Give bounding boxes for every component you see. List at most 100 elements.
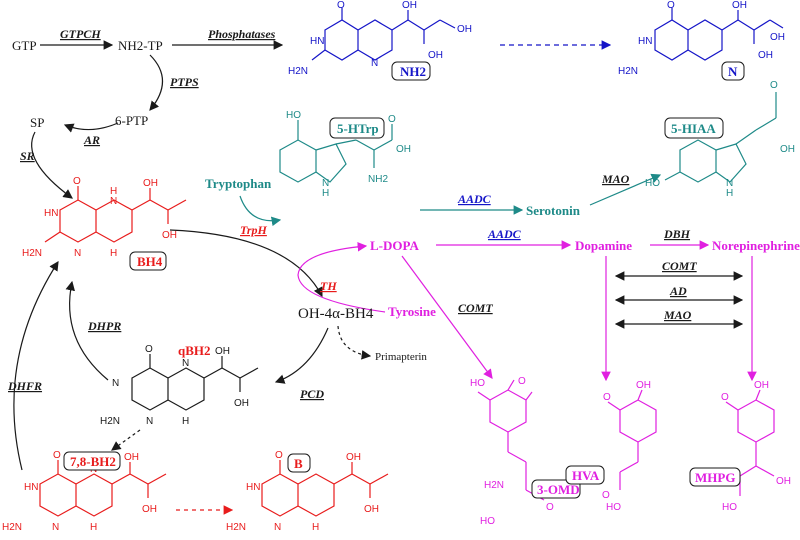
label-h-5htrp: H — [322, 188, 329, 199]
box-hva-label: HVA — [572, 468, 600, 483]
compound-tryptophan: Tryptophan — [205, 176, 272, 191]
enzyme-dbh: DBH — [663, 227, 691, 241]
arrow-tyrosine-ldopa — [297, 241, 386, 313]
label-ho-mhpg: HO — [722, 502, 737, 513]
label-o-mhpg: O — [721, 392, 729, 403]
label-h-5hiaa: H — [726, 188, 733, 199]
enzyme-pcd: PCD — [300, 387, 324, 401]
arrow-oh4abh4-qbh2 — [274, 327, 329, 384]
enzyme-trph: TrpH — [240, 223, 268, 237]
label-hn-b: HN — [246, 482, 260, 493]
enzyme-aadc-2: AADC — [487, 227, 522, 241]
label-oh-b-b: OH — [364, 504, 379, 515]
box-n — [721, 61, 745, 81]
label-n-qbh2-a: N — [112, 378, 119, 389]
label-o-78bh2: O — [53, 450, 61, 461]
arrow-78bh2-bh4 — [13, 260, 59, 471]
label-oh-hva-b: HO — [606, 502, 621, 513]
enzyme-phosphatases: Phosphatases — [208, 27, 276, 41]
box-3omd — [531, 479, 581, 499]
box-bh4 — [129, 251, 167, 271]
label-o-qbh2: O — [145, 344, 153, 355]
structure-bh4 — [44, 186, 187, 243]
structure-78bh2 — [39, 460, 167, 517]
label-o-bh4: O — [73, 176, 81, 187]
box-3omd-label: 3-OMD — [537, 482, 580, 497]
arrow-bh4-oh4abh4 — [169, 229, 323, 298]
label-h2n-3omd: H2N — [484, 480, 504, 491]
label-hn-n: HN — [638, 36, 652, 47]
label-h2n-qbh2: H2N — [100, 416, 120, 427]
label-n-nh2-a: N — [371, 58, 378, 69]
label-o-b: O — [275, 450, 283, 461]
label-oh-b-a: OH — [346, 452, 361, 463]
compound-tyrosine: Tyrosine — [388, 304, 436, 319]
label-n-5htrp: N — [322, 178, 329, 189]
compound-ldopa: L-DOPA — [370, 238, 419, 253]
label-qbh2: qBH2 — [178, 343, 211, 358]
label-oh-qbh2-a: OH — [215, 346, 230, 357]
label-oh-5hiaa: OH — [780, 144, 795, 155]
label-o-5htrp: O — [388, 114, 396, 125]
label-h-bh4-b: H — [110, 248, 117, 259]
arrow-nh2tp-6ptp — [149, 54, 163, 111]
box-78bh2-label: 7,8-BH2 — [70, 454, 116, 469]
label-ho-3omd: HO — [470, 378, 485, 389]
box-5htrp-label: 5-HTrp — [337, 121, 379, 136]
label-o-3omd: O — [518, 376, 526, 387]
label-oh-mhpg: OH — [754, 380, 769, 391]
label-ho-5hiaa: HO — [645, 178, 660, 189]
structure-n-neopterin — [654, 8, 784, 61]
label-oh-5htrp: OH — [396, 144, 411, 155]
structure-qbh2 — [131, 354, 259, 411]
label-n-78bh2-b: N — [52, 522, 59, 533]
label-hn-78bh2: HN — [24, 482, 38, 493]
structure-5htrp — [279, 120, 393, 183]
label-o-5hiaa: O — [770, 80, 778, 91]
enzyme-comt-1: COMT — [458, 301, 493, 315]
label-oh-n-b: OH — [758, 50, 773, 61]
label-n-bh4: N — [110, 196, 117, 207]
box-5hiaa-label: 5-HIAA — [671, 121, 716, 136]
label-o-nh2: O — [337, 0, 345, 11]
box-b-label: B — [294, 456, 303, 471]
enzyme-th: TH — [320, 279, 337, 293]
label-oh-78bh2-b: OH — [142, 504, 157, 515]
label-oh-mhpg-b: OH — [776, 476, 791, 487]
box-78bh2 — [63, 451, 121, 471]
compound-primapterin: Primapterin — [375, 351, 427, 363]
label-ho-3omd-b: HO — [480, 516, 495, 527]
label-o-hva: O — [603, 392, 611, 403]
arrow-qbh2-bh4 — [65, 280, 109, 381]
arrow-qbh2-78bh2 — [111, 429, 141, 451]
box-mhpg-label: MHPG — [695, 470, 735, 485]
compound-6ptp: 6-PTP — [115, 113, 148, 128]
label-h2n-78bh2: H2N — [2, 522, 22, 533]
arrow-serotonin-5hiaa — [589, 173, 662, 206]
enzyme-ad: AD — [669, 284, 687, 298]
label-o-3omd-b: O — [546, 502, 554, 513]
label-n-b: N — [274, 522, 281, 533]
enzyme-mao-2: MAO — [663, 308, 692, 322]
label-n-bh4-b: N — [74, 248, 81, 259]
structure-nh2-neopterin — [311, 8, 456, 61]
box-nh2-label: NH2 — [400, 64, 426, 79]
label-oh-n-a: OH — [732, 0, 747, 11]
compound-serotonin: Serotonin — [526, 203, 581, 218]
arrow-ldopa-3omd — [401, 255, 493, 379]
compound-oh4abh4: OH-4α-BH4 — [298, 306, 374, 322]
box-mhpg — [689, 467, 741, 487]
enzyme-ar: AR — [83, 133, 100, 147]
compound-sp: SP — [30, 115, 44, 130]
enzyme-mao-1: MAO — [601, 172, 630, 186]
label-h-qbh2: H — [182, 416, 189, 427]
arrow-sp-bh4 — [31, 131, 73, 199]
box-n-label: N — [728, 64, 738, 79]
structure-b — [261, 460, 389, 517]
label-oh-bh4-a: OH — [143, 178, 158, 189]
label-oh-nh2-c: OH — [457, 24, 472, 35]
box-bh4-label: BH4 — [137, 254, 163, 269]
label-h-b: H — [312, 522, 319, 533]
enzyme-gtpch: GTPCH — [60, 27, 101, 41]
